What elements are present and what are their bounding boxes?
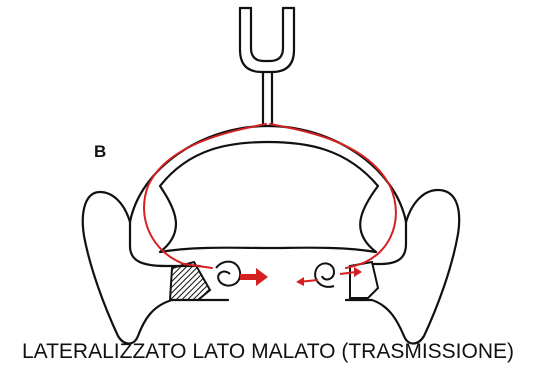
diagram-caption: LATERALIZZATO LATO MALATO (TRASMISSIONE) [0,340,536,364]
cochlea-icon [216,262,240,286]
arrow-icon [240,268,268,286]
panel-label: B [94,142,106,162]
tuning-fork-icon [240,8,294,124]
skull-outline-icon [130,126,406,252]
bone-conduction-path [144,124,396,268]
cochlea-icon [315,263,334,286]
